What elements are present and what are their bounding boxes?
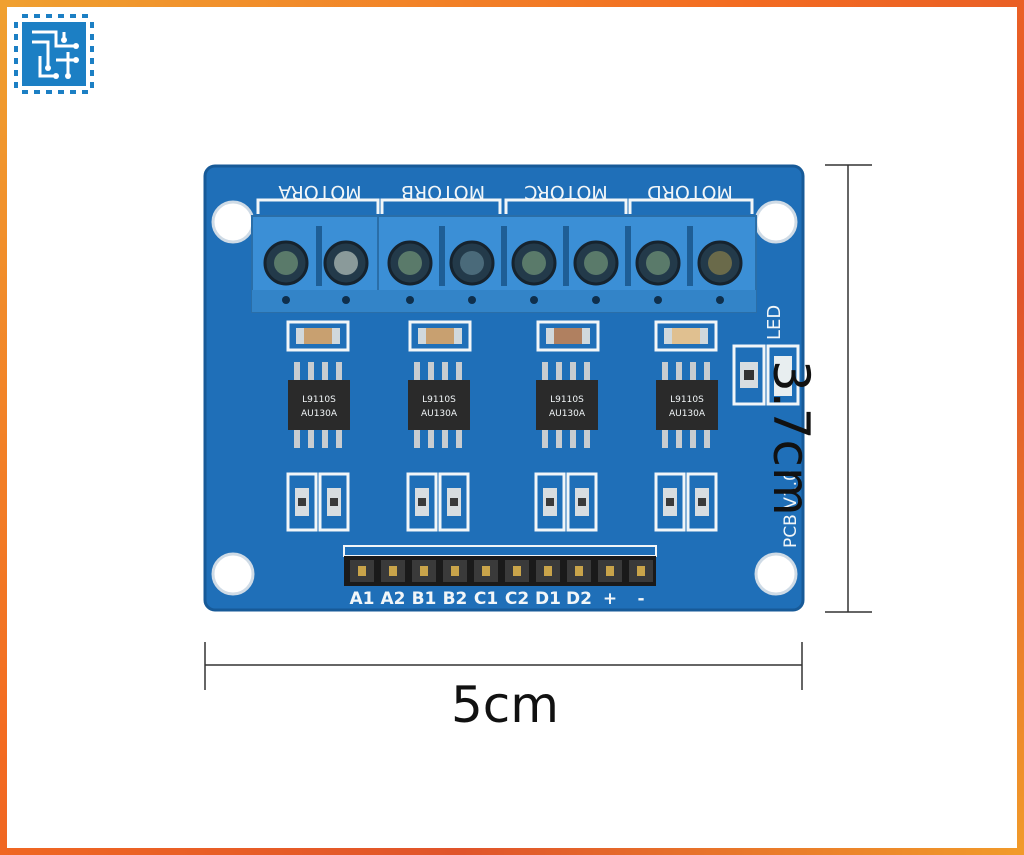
pin-label-a1: A1 [350, 589, 375, 609]
pin-label-c2: C2 [505, 589, 529, 609]
motor-label-d: MOTORD [647, 181, 733, 203]
chip-text-2: AU130A [421, 409, 458, 419]
pcb-version-label: PCB V1.0 [781, 470, 801, 548]
pin-label-minus: - [637, 589, 644, 609]
height-label: 3.7cm [762, 360, 820, 516]
motor-label-a: MOTORA [278, 181, 361, 203]
pin-label-c1: C1 [474, 589, 498, 609]
led-components: LED [732, 305, 800, 406]
pin-header [343, 545, 657, 586]
chip-text-1: L9110S [670, 395, 704, 405]
width-label: 5cm [450, 676, 559, 734]
pin-label-b2: B2 [443, 589, 468, 609]
pin-label-d1: D1 [535, 589, 561, 609]
pin-label-d2: D2 [566, 589, 592, 609]
chip-text-1: L9110S [302, 395, 336, 405]
chip-text-1: L9110S [422, 395, 456, 405]
chip-text-2: AU130A [301, 409, 338, 419]
circuit-board-logo-icon [14, 14, 94, 94]
motor-label-b: MOTORB [401, 181, 485, 203]
top-resistors [286, 320, 718, 352]
chip-text-2: AU130A [549, 409, 586, 419]
pin-label-plus: + [603, 589, 617, 609]
height-dimension-line [825, 164, 872, 613]
pin-labels: A1 A2 B1 B2 C1 C2 D1 D2 + - [350, 589, 645, 609]
chip-text-2: AU130A [669, 409, 706, 419]
motor-labels: MOTORA MOTORB MOTORC MOTORD [278, 181, 733, 203]
chip-text-1: L9110S [550, 395, 584, 405]
pin-label-b1: B1 [412, 589, 437, 609]
motor-label-c: MOTORC [524, 181, 607, 203]
screw-terminals [251, 215, 757, 313]
bottom-components [286, 472, 718, 532]
led-label: LED [764, 305, 785, 340]
width-dimension-line [204, 642, 803, 690]
driver-chips: L9110S AU130A L9110S AU130A L9110S AU130… [288, 362, 718, 448]
pin-label-a2: A2 [381, 589, 406, 609]
